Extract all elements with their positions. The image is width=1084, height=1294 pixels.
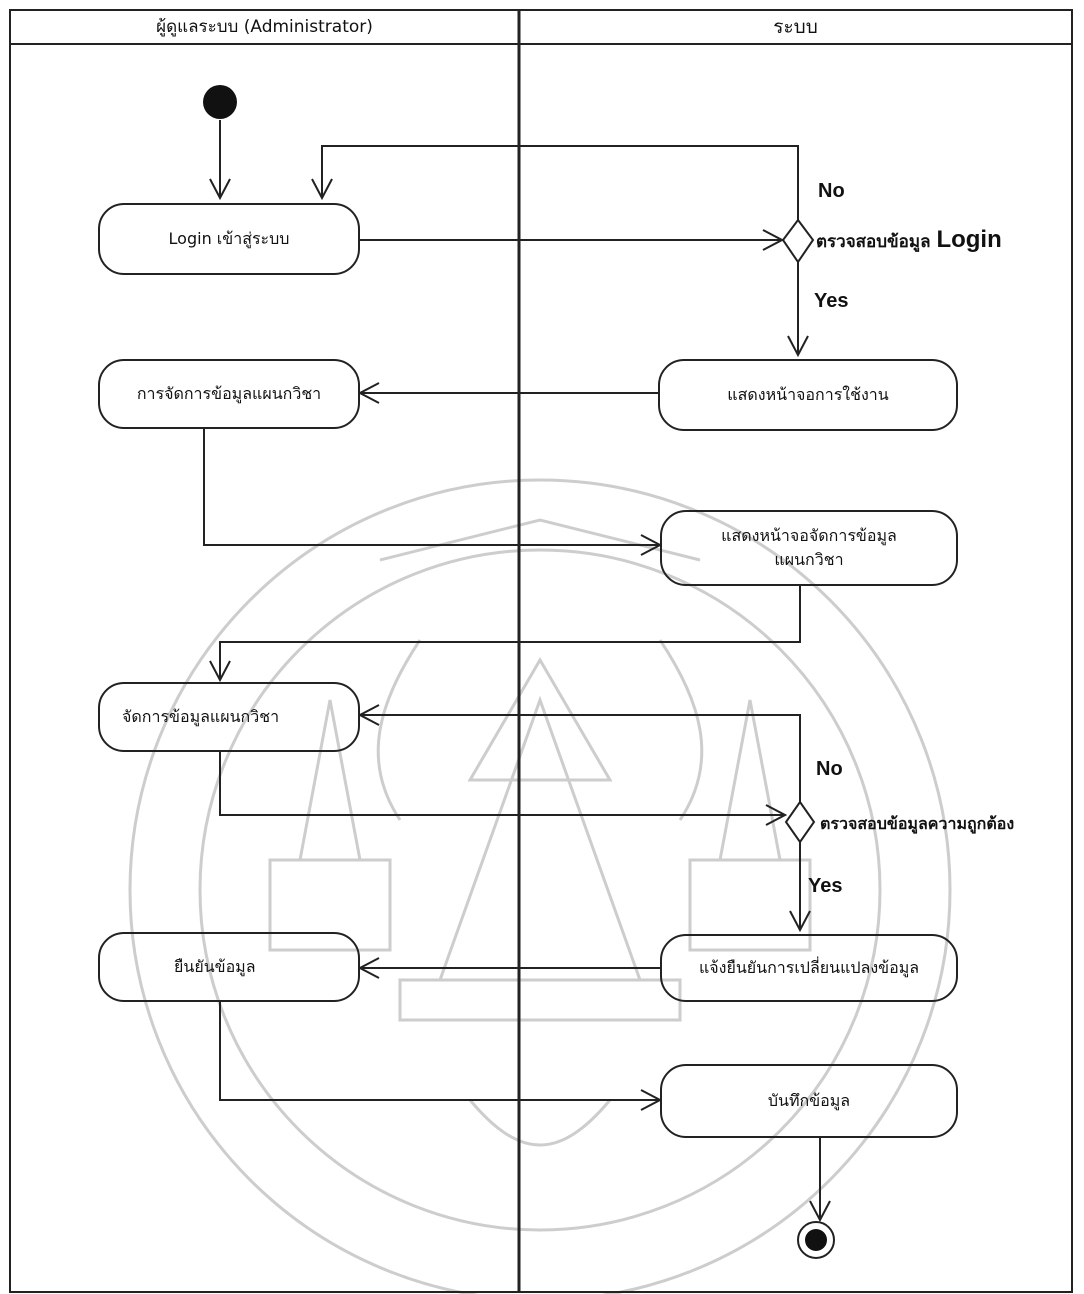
activity-login: Login เข้าสู่ระบบ (98, 203, 360, 275)
final-node-core (805, 1229, 827, 1251)
lane-title-admin: ผู้ดูแลระบบ (Administrator) (156, 17, 373, 37)
edge-screen-to-manage-data (220, 585, 801, 680)
activity-show-manage-screen: แสดงหน้าจอจัดการข้อมูล แผนกวิชา (660, 510, 958, 586)
activity-manage-department-data: จัดการข้อมูลแผนกวิชา (98, 682, 360, 752)
activity-show-usage-screen: แสดงหน้าจอการใช้งาน (658, 359, 958, 431)
initial-node (203, 85, 237, 119)
check-correct-yes-label: Yes (808, 875, 843, 897)
diagram-frame (9, 9, 1073, 1293)
check-correct-condition-label: ตรวจสอบข้อมูลความถูกต้อง (820, 814, 1015, 833)
check-login-no-label: No (818, 180, 845, 202)
edge-confirm-to-save (219, 1002, 660, 1100)
edge-manage-data-to-check (219, 750, 785, 815)
decision-check-login (781, 218, 815, 264)
check-login-yes-label: Yes (814, 290, 849, 312)
lane-title-system: ระบบ (773, 16, 818, 38)
check-login-text: ตรวจสอบข้อมูล (816, 232, 931, 252)
decision-check-correctness (784, 800, 816, 844)
flow-edges (203, 120, 820, 1220)
activity-notify-change-confirm: แจ้งยืนยันการเปลี่ยนแปลงข้อมูล (660, 934, 958, 1002)
edge-manage-to-screen (203, 428, 660, 545)
activity-manage-department: การจัดการข้อมูลแผนกวิชา (98, 359, 360, 429)
activity-save-data: บันทึกข้อมูล (660, 1064, 958, 1138)
check-login-text-bold: Login (936, 226, 1002, 253)
watermark-seal-image (128, 478, 952, 1294)
edge-check-no-to-manage-data (360, 715, 801, 802)
check-login-condition-label: ตรวจสอบข้อมูล Login (816, 226, 1002, 255)
check-correct-no-label: No (816, 758, 843, 780)
edge-check-no-to-login (322, 145, 799, 220)
activity-confirm-data: ยืนยันข้อมูล (98, 932, 360, 1002)
